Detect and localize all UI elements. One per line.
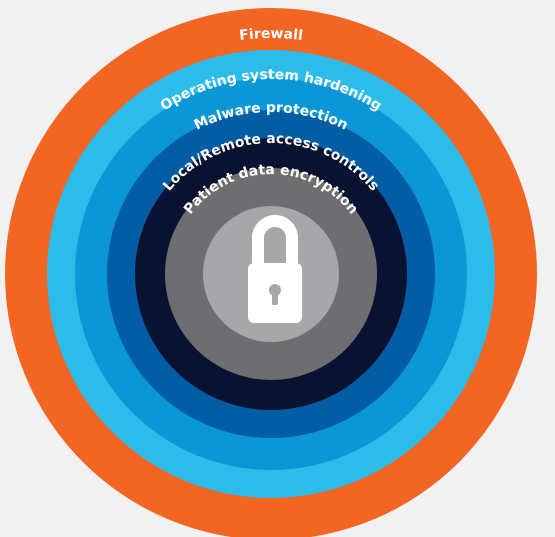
lock-icon xyxy=(248,215,302,323)
lock-keyhole xyxy=(269,284,281,296)
lock-keyhole-slot xyxy=(272,292,278,305)
lock-shackle xyxy=(252,215,298,268)
firewall-label: Firewall xyxy=(238,26,303,44)
svg-text:Firewall: Firewall xyxy=(238,26,303,44)
